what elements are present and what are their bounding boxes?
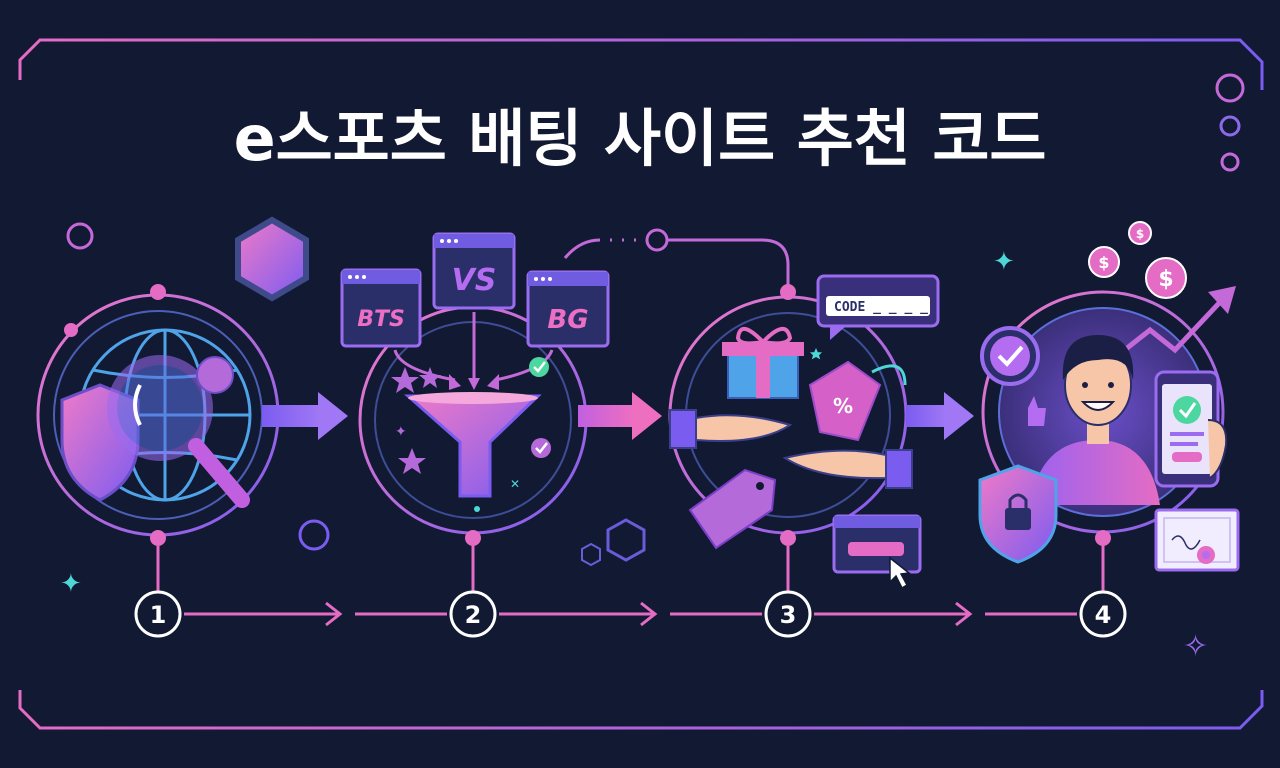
step-badge-1: 1 bbox=[134, 590, 182, 638]
frame bbox=[10, 38, 1264, 730]
svg-text:BTS: BTS bbox=[357, 307, 405, 332]
step-3-connector bbox=[563, 228, 790, 288]
svg-text:VS: VS bbox=[452, 263, 497, 298]
svg-text:$: $ bbox=[1098, 253, 1109, 272]
step-4-illustration: $ $ $ bbox=[978, 221, 1240, 572]
code-card: CODE _ _ _ _ bbox=[816, 274, 940, 340]
step-3-illustration: CODE _ _ _ _ % bbox=[668, 274, 940, 590]
decor-circles-top-right bbox=[1215, 73, 1245, 172]
step-track bbox=[156, 546, 1105, 627]
svg-text:CODE _ _ _ _: CODE _ _ _ _ bbox=[834, 300, 928, 315]
arrow-3-to-4 bbox=[906, 392, 974, 440]
magnifier-icon bbox=[107, 355, 250, 508]
browser-click-icon bbox=[832, 514, 922, 590]
card-bts: BTS bbox=[340, 268, 422, 348]
gift-icon bbox=[722, 327, 804, 399]
arrow-1-to-2 bbox=[262, 392, 348, 440]
svg-text:4: 4 bbox=[1095, 601, 1112, 629]
step-badge-2: 2 bbox=[449, 590, 497, 638]
card-vs: VS bbox=[432, 232, 516, 310]
hexagon-icon bbox=[235, 216, 309, 302]
step-2-illustration: BTS VS BG bbox=[340, 232, 610, 546]
funnel-icon bbox=[404, 394, 542, 498]
coins-icon bbox=[1088, 221, 1187, 299]
phone-icon bbox=[1154, 370, 1228, 488]
svg-text:2: 2 bbox=[465, 601, 482, 629]
svg-text:✦: ✦ bbox=[60, 569, 82, 599]
hand-giving-icon bbox=[669, 409, 793, 449]
svg-text:%: % bbox=[833, 394, 853, 418]
svg-text:✕: ✕ bbox=[510, 477, 520, 491]
ticket-tag-icon bbox=[688, 468, 777, 550]
happy-user-icon bbox=[1030, 335, 1160, 505]
step-1-illustration bbox=[36, 216, 309, 546]
svg-text:✦: ✦ bbox=[395, 424, 407, 440]
lock-shield-icon bbox=[978, 464, 1058, 564]
decor-extras: ✦ ✧ bbox=[60, 518, 1208, 664]
hand-receiving-icon bbox=[782, 449, 913, 489]
step-badge-3: 3 bbox=[764, 590, 812, 638]
svg-text:$: $ bbox=[1136, 227, 1144, 241]
growth-arrow-icon bbox=[1110, 298, 1224, 362]
svg-text:BG: BG bbox=[547, 305, 588, 335]
arrow-2-to-3 bbox=[578, 392, 662, 440]
step-badge-4: 4 bbox=[1079, 590, 1127, 638]
svg-text:✦: ✦ bbox=[993, 247, 1015, 277]
svg-text:1: 1 bbox=[150, 601, 167, 629]
card-bg: BG bbox=[526, 270, 610, 348]
certificate-icon bbox=[1154, 508, 1240, 572]
check-badge-icon bbox=[980, 326, 1040, 386]
page-title: e스포츠 배팅 사이트 추천 코드 bbox=[234, 102, 1047, 175]
percent-tag-icon: % bbox=[808, 360, 907, 442]
thumbs-up-icon bbox=[1028, 396, 1046, 426]
svg-text:3: 3 bbox=[780, 601, 797, 629]
svg-text:$: $ bbox=[1158, 267, 1173, 292]
svg-text:✧: ✧ bbox=[1183, 629, 1208, 664]
